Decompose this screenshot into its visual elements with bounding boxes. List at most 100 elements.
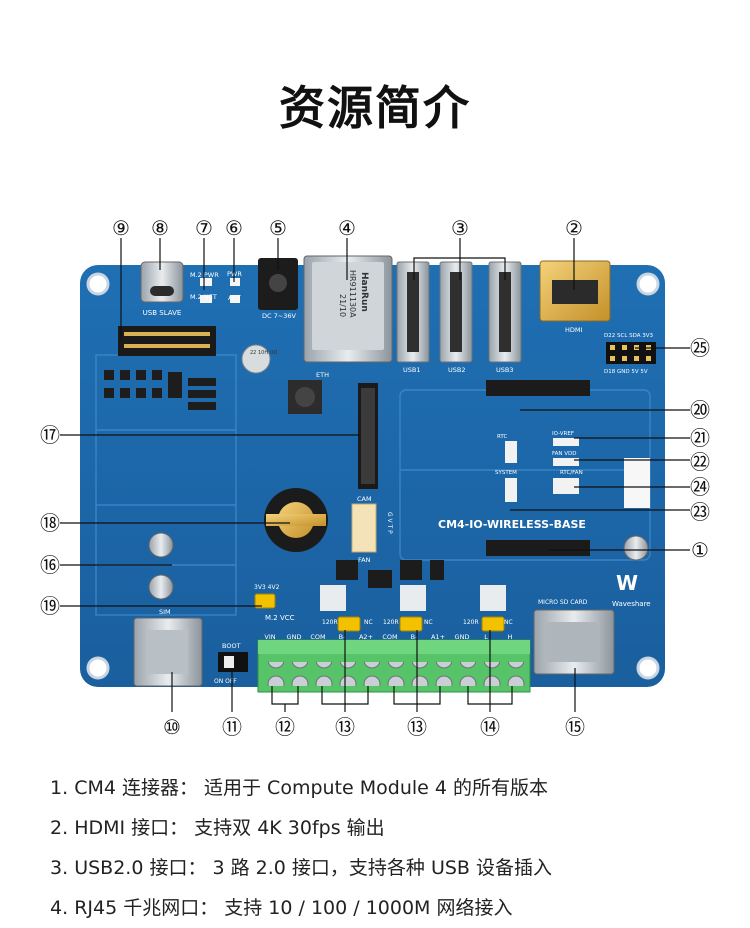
standoffs	[148, 532, 649, 600]
cm4-connector-bottom	[486, 540, 590, 556]
callout-7: ⑦	[195, 216, 213, 240]
svg-text:D18 GND 5V 5V: D18 GND 5V 5V	[604, 369, 648, 375]
svg-text:MICRO SD CARD: MICRO SD CARD	[538, 599, 588, 606]
callout-17: ⑰	[40, 423, 60, 447]
svg-text:M.2 VCC: M.2 VCC	[265, 614, 295, 622]
svg-text:D22 SCL SDA 3V3: D22 SCL SDA 3V3	[604, 333, 654, 339]
capacitor	[241, 344, 271, 374]
m2-led-block: M.2 PWR M.2 NET PWR ACT	[190, 270, 242, 303]
svg-text:SYSTEM: SYSTEM	[495, 470, 517, 476]
waveshare-logo: W Waveshare	[612, 571, 651, 608]
callout-10: ⑩	[163, 715, 181, 739]
callout-19: ⑲	[40, 594, 60, 618]
svg-text:G V T P: G V T P	[386, 512, 393, 534]
terminal-label: B-	[411, 633, 418, 641]
usb-a-ports: USB1 USB2 USB3	[396, 261, 522, 374]
terminal-labels: VIN GND COM B- A2+ COM B- A1+ GND L H	[264, 633, 512, 641]
callout-20: ⑳	[690, 398, 710, 422]
callout-8: ⑧	[151, 216, 169, 240]
terminal-label: COM	[310, 633, 325, 641]
svg-text:120R: 120R	[322, 619, 338, 626]
dip-area: RTC SYSTEM IO-VREF FAN VDD RTC/FAN	[495, 431, 650, 508]
svg-text:ETH: ETH	[316, 371, 329, 379]
svg-text:HDMI: HDMI	[565, 326, 583, 334]
svg-text:HanRun: HanRun	[359, 272, 369, 312]
svg-text:M.2 PWR: M.2 PWR	[190, 271, 219, 279]
feature-item-3: 3. USB2.0 接口： 3 路 2.0 接口，支持各种 USB 设备插入	[50, 857, 552, 879]
svg-text:22 10H UD: 22 10H UD	[250, 350, 277, 356]
svg-text:3V3 4V2: 3V3 4V2	[254, 584, 280, 591]
feature-item-1: 1. CM4 连接器： 适用于 Compute Module 4 的所有版本	[50, 777, 548, 799]
jumpers	[254, 593, 505, 632]
svg-text:ACT: ACT	[228, 294, 241, 302]
terminal-label: H	[508, 633, 513, 641]
cm4-connector-top	[486, 380, 590, 396]
feature-item-4: 4. RJ45 千兆网口： 支持 10 / 100 / 1000M 网络接入	[50, 897, 513, 919]
svg-text:120R: 120R	[383, 619, 399, 626]
svg-text:SIM: SIM	[159, 608, 171, 616]
page-title: 资源简介	[279, 81, 471, 135]
callout-11: ⑪	[222, 715, 242, 739]
callout-13: ⑬	[335, 715, 355, 739]
callout-24: ㉔	[690, 475, 710, 499]
svg-text:USB2: USB2	[448, 366, 465, 374]
callout-4: ④	[338, 216, 356, 240]
svg-text:NC: NC	[504, 619, 513, 626]
callout-15: ⑮	[565, 715, 585, 739]
svg-text:FAN VDD: FAN VDD	[552, 451, 577, 457]
callout-16: ⑯	[40, 553, 60, 577]
board-name: CM4-IO-WIRELESS-BASE	[438, 518, 586, 531]
callout-13: ⑬	[407, 715, 427, 739]
svg-text:NC: NC	[424, 619, 433, 626]
callout-21: ㉑	[690, 426, 710, 450]
board-photo: USB SLAVE M.2 PWR M.2 NET PWR ACT DC 7~3…	[40, 216, 710, 739]
callout-18: ⑱	[40, 511, 60, 535]
terminal-label: L	[484, 633, 488, 641]
svg-text:21/10: 21/10	[338, 294, 347, 317]
callout-9: ⑨	[112, 216, 130, 240]
svg-text:RTC: RTC	[497, 434, 507, 440]
terminal-label: COM	[382, 633, 397, 641]
terminal-label: VIN	[264, 633, 275, 641]
fan-connector	[351, 503, 377, 553]
svg-text:HR911130A: HR911130A	[348, 270, 357, 318]
terminal-label: B-	[339, 633, 346, 641]
terminal-label: A1+	[431, 633, 445, 641]
svg-text:IO-VREF: IO-VREF	[552, 431, 574, 437]
svg-text:RTC/FAN: RTC/FAN	[560, 470, 583, 476]
svg-text:USB1: USB1	[403, 366, 420, 374]
leader-lines	[60, 238, 690, 712]
callout-14: ⑭	[480, 715, 500, 739]
terminal-block	[257, 639, 531, 693]
callout-25: ㉕	[690, 336, 710, 360]
feature-list: 1. CM4 连接器： 适用于 Compute Module 4 的所有版本 2…	[50, 768, 552, 928]
usb-slave-label: USB SLAVE	[143, 309, 182, 317]
terminal-label: GND	[455, 633, 470, 641]
callout-3: ③	[451, 216, 469, 240]
callout-5: ⑤	[269, 216, 287, 240]
callout-23: ㉓	[690, 500, 710, 524]
svg-text:DC 7~36V: DC 7~36V	[262, 312, 296, 320]
callout-6: ⑥	[225, 216, 243, 240]
svg-text:NC: NC	[364, 619, 373, 626]
transceiver-chips	[320, 560, 506, 611]
svg-text:USB3: USB3	[496, 366, 513, 374]
callout-1: ①	[691, 538, 709, 562]
callout-2: ②	[565, 216, 583, 240]
svg-text:M.2 NET: M.2 NET	[190, 293, 217, 301]
svg-text:PWR: PWR	[227, 270, 242, 278]
svg-text:CAM: CAM	[357, 495, 372, 503]
terminal-label: A2+	[359, 633, 373, 641]
terminal-label: GND	[287, 633, 302, 641]
m2-slot	[118, 326, 216, 356]
svg-text:ON OFF: ON OFF	[214, 678, 237, 685]
feature-item-2: 2. HDMI 接口： 支持双 4K 30fps 输出	[50, 817, 385, 839]
mounting-holes	[86, 272, 660, 680]
components-left	[104, 370, 216, 410]
callout-12: ⑫	[275, 715, 295, 739]
callout-22: ㉒	[690, 450, 710, 474]
svg-text:BOOT: BOOT	[222, 642, 241, 650]
svg-text:W: W	[616, 571, 638, 595]
